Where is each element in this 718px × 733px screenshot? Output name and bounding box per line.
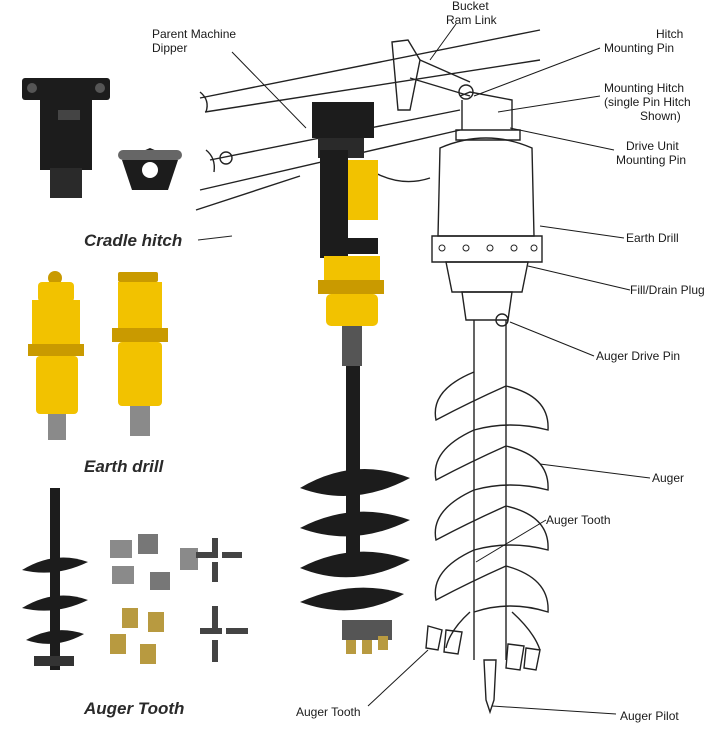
cradle-hitch-photo	[22, 78, 110, 198]
label-auger-tooth-mid: Auger Tooth	[546, 513, 611, 527]
lineart-auger	[425, 320, 549, 715]
label-mounting-hitch: Mounting Hitch	[604, 81, 684, 95]
label-dipper: Dipper	[152, 41, 187, 55]
label-shown: Shown)	[640, 109, 681, 123]
label-single-pin: (single Pin Hitch	[604, 95, 691, 109]
lineart-drill	[431, 91, 543, 327]
label-earth-drill: Earth Drill	[626, 231, 679, 245]
earth-drill-photo-2	[112, 272, 168, 436]
label-ram-link: Ram Link	[446, 13, 498, 27]
auger-photo	[22, 488, 88, 670]
label-auger-pilot: Auger Pilot	[620, 709, 679, 723]
label-drive-unit: Drive Unit	[626, 139, 679, 153]
label-parent-machine: Parent Machine	[152, 27, 236, 41]
auger-tooth-caption: Auger Tooth	[83, 699, 184, 718]
auger-teeth-photo	[110, 534, 248, 664]
earth-drill-caption: Earth drill	[84, 457, 165, 476]
label-mounting-pin: Mounting Pin	[604, 41, 674, 55]
cradle-hitch-caption: Cradle hitch	[84, 231, 182, 250]
label-auger-tooth-bottom: Auger Tooth	[296, 705, 361, 719]
earth-drill-photo-1	[28, 271, 84, 440]
label-fill-drain-plug: Fill/Drain Plug	[630, 283, 705, 297]
label-hitch: Hitch	[656, 27, 683, 41]
center-earth-drill	[300, 102, 410, 654]
label-auger: Auger	[652, 471, 684, 485]
labels: Parent Machine Dipper Bucket Ram Link Hi…	[152, 0, 705, 723]
leader-lines	[231, 23, 651, 715]
label-bucket: Bucket	[452, 0, 489, 13]
machine-arm-lines	[195, 29, 541, 211]
cradle-hitch-leader	[197, 235, 233, 241]
label-drive-unit-pin: Mounting Pin	[616, 153, 686, 167]
hitch-link-photo	[118, 148, 182, 190]
label-auger-drive-pin: Auger Drive Pin	[596, 349, 680, 363]
